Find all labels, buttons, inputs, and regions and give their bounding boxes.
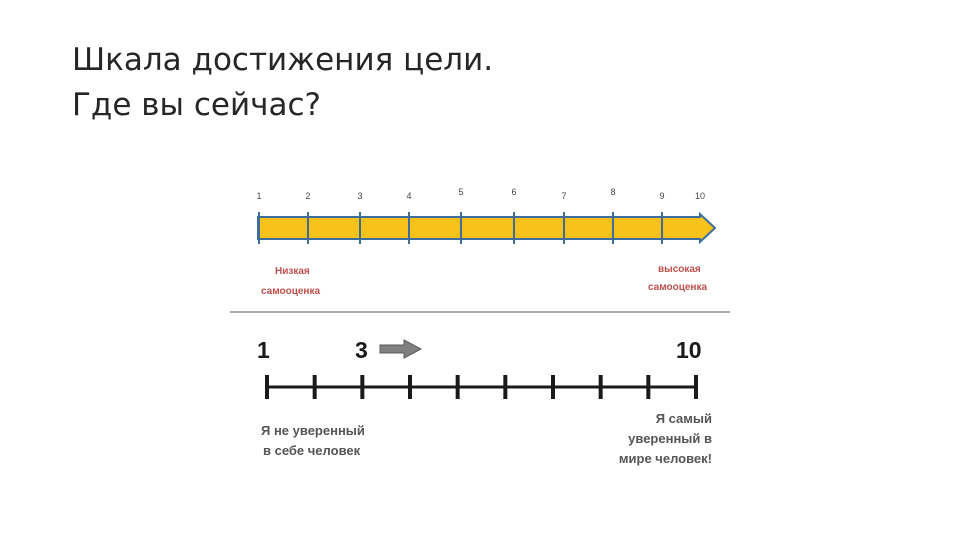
low-self-esteem-label-line-1: Низкая — [275, 266, 310, 277]
high-self-esteem-label-line-2: самооценка — [648, 282, 707, 293]
top-scale: 1 2 3 4 5 6 7 8 9 10 Низкая самооценка высокая са… — [256, 187, 717, 297]
high-self-esteem-label-line-1: высокая — [658, 264, 701, 275]
most-confident-caption-line-2: уверенный в — [628, 431, 712, 446]
top-tick-label: 7 — [561, 191, 566, 201]
top-scale-tick-lines — [258, 212, 663, 244]
top-tick-label: 8 — [610, 187, 615, 197]
title-line-1: Шкала достижения цели. — [72, 42, 494, 78]
top-scale-arrow-bar — [257, 211, 717, 245]
most-confident-caption-line-1: Я самый — [656, 411, 712, 426]
not-confident-caption-line-1: Я не уверенный — [261, 423, 365, 438]
most-confident-caption-line-3: мире человек! — [619, 451, 712, 466]
top-tick-label: 6 — [511, 187, 516, 197]
current-position-arrow-icon — [379, 339, 423, 359]
title-line-2: Где вы сейчас? — [72, 87, 321, 123]
bottom-scale-line — [265, 375, 698, 399]
bottom-scale: 1 3 10 Я не уверенный в себе человек Я с… — [257, 337, 712, 466]
not-confident-caption-line-2: в себе человек — [263, 443, 361, 458]
top-tick-label: 3 — [357, 191, 362, 201]
bottom-scale-label-current: 3 — [355, 337, 368, 363]
top-tick-label: 10 — [695, 191, 705, 201]
bottom-scale-label-max: 10 — [676, 337, 702, 363]
top-tick-label: 4 — [406, 191, 411, 201]
top-tick-label: 9 — [659, 191, 664, 201]
top-tick-label: 5 — [458, 187, 463, 197]
bottom-scale-label-min: 1 — [257, 337, 270, 363]
top-tick-label: 1 — [256, 191, 261, 201]
slide-title: Шкала достижения цели. Где вы сейчас? — [72, 38, 832, 128]
top-scale-tick-labels: 1 2 3 4 5 6 7 8 9 10 — [256, 187, 705, 201]
top-tick-label: 2 — [305, 191, 310, 201]
low-self-esteem-label-line-2: самооценка — [261, 286, 320, 297]
